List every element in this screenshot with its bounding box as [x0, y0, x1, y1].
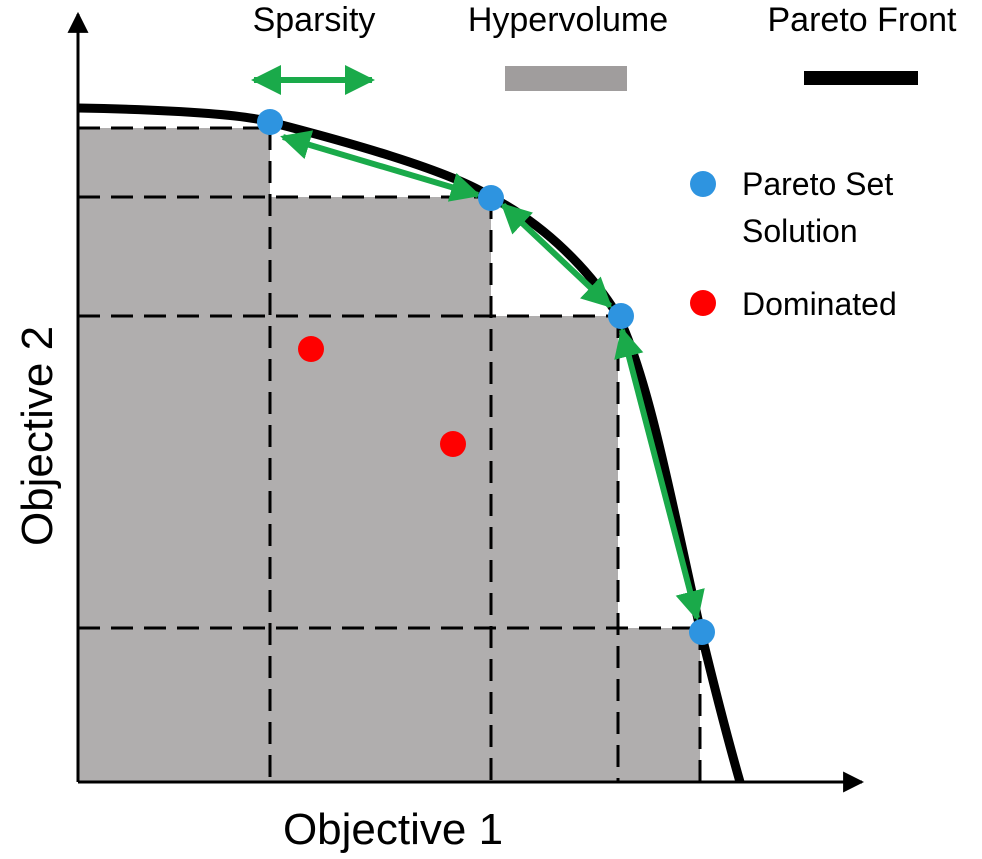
- legend-hypervolume-label: Hypervolume: [468, 1, 668, 39]
- pareto-point: [257, 109, 283, 135]
- hypervolume-region: [78, 128, 700, 782]
- dominated-points: [298, 336, 466, 457]
- hypervolume-legend-icon: [505, 66, 627, 91]
- legend-pareto-set-label-line1: Pareto Set: [742, 166, 893, 202]
- pareto-point: [608, 303, 634, 329]
- legend-dominated-label: Dominated: [742, 286, 897, 322]
- sparsity-arrows: [280, 130, 705, 621]
- pareto-point-legend-icon: [690, 171, 716, 197]
- dominated-point: [298, 336, 324, 362]
- pareto-front-legend-icon: [804, 71, 918, 85]
- legend-sparsity-label: Sparsity: [253, 1, 376, 39]
- x-axis-title: Objective 1: [283, 805, 503, 854]
- dominated-point: [440, 431, 466, 457]
- pareto-point: [478, 185, 504, 211]
- pareto-point: [689, 619, 715, 645]
- dominated-point-legend-icon: [690, 290, 716, 316]
- pareto-points: [257, 109, 715, 645]
- legend-pareto-front-label: Pareto Front: [768, 1, 958, 39]
- legend-pareto-set-label-line2: Solution: [742, 213, 858, 249]
- y-axis-title: Objective 2: [13, 326, 62, 546]
